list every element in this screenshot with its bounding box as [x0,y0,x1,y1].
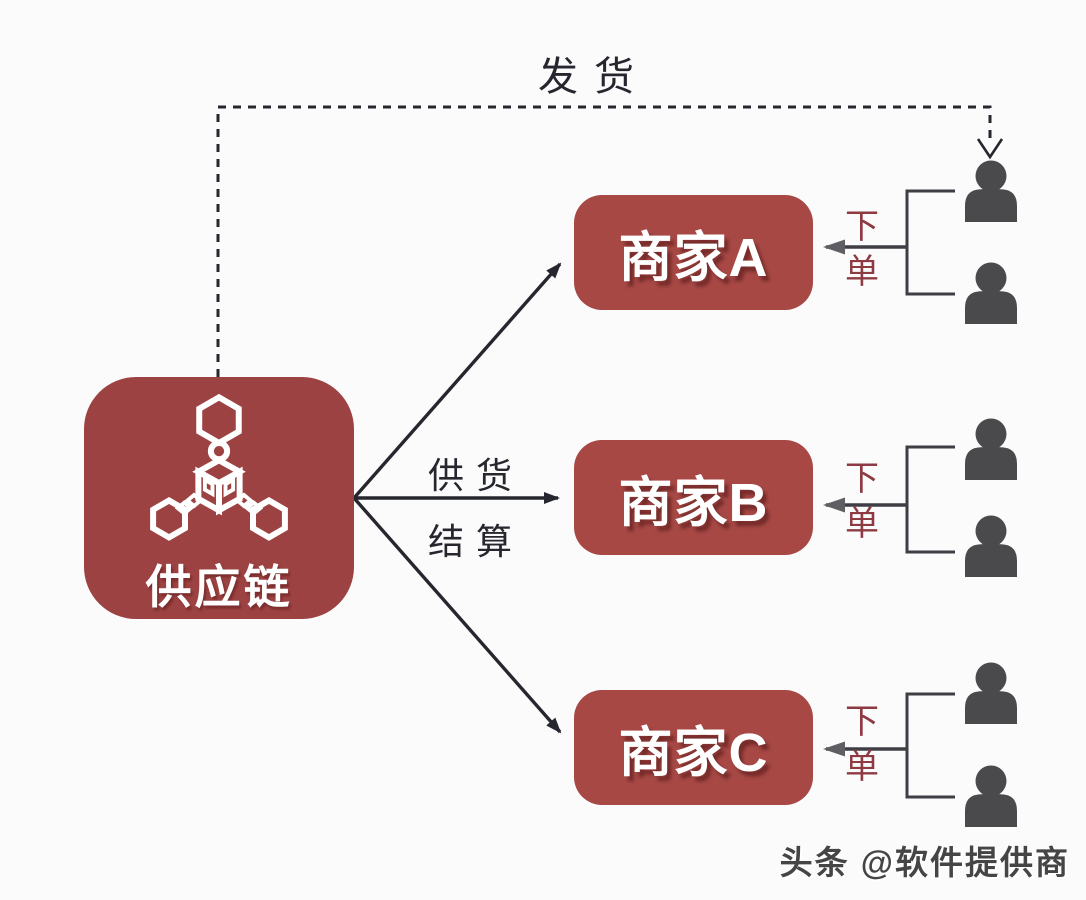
order-label-b: 下单 [845,459,879,545]
customer-icon [965,160,1017,222]
order-label-c: 下单 [845,702,879,788]
ship-route-dashed [216,105,1004,377]
supply-chain-node: 供应链 [84,377,354,619]
order-bracket-a [823,189,955,296]
settle-edge-label: 结算 [428,522,525,563]
customer-icon [965,418,1017,480]
supply-edge-label: 供货 [428,456,525,497]
order-bracket-c [823,692,955,799]
supply-arrow-to-a [352,262,562,500]
ship-edge-label: 发货 [538,54,650,100]
merchant-c-node: 商家C [574,690,813,805]
supply-chain-icon [150,393,288,541]
customer-icon [965,765,1017,827]
order-label-a: 下单 [845,207,879,293]
watermark-text: 头条 @软件提供商 [779,844,1070,881]
customer-icon [965,262,1017,324]
merchant-a-label: 商家A [618,228,769,288]
dashed-arrowhead-icon [976,138,1004,160]
customer-icon [965,662,1017,724]
merchant-c-label: 商家C [618,723,769,783]
supply-arrow-to-c [352,496,562,734]
supply-arrows [352,262,562,734]
customer-icon [965,515,1017,577]
order-bracket-b [823,445,955,554]
merchant-a-node: 商家A [574,195,813,310]
merchant-b-label: 商家B [618,473,769,533]
supply-chain-label: 供应链 [145,561,293,613]
merchant-b-node: 商家B [574,440,813,555]
